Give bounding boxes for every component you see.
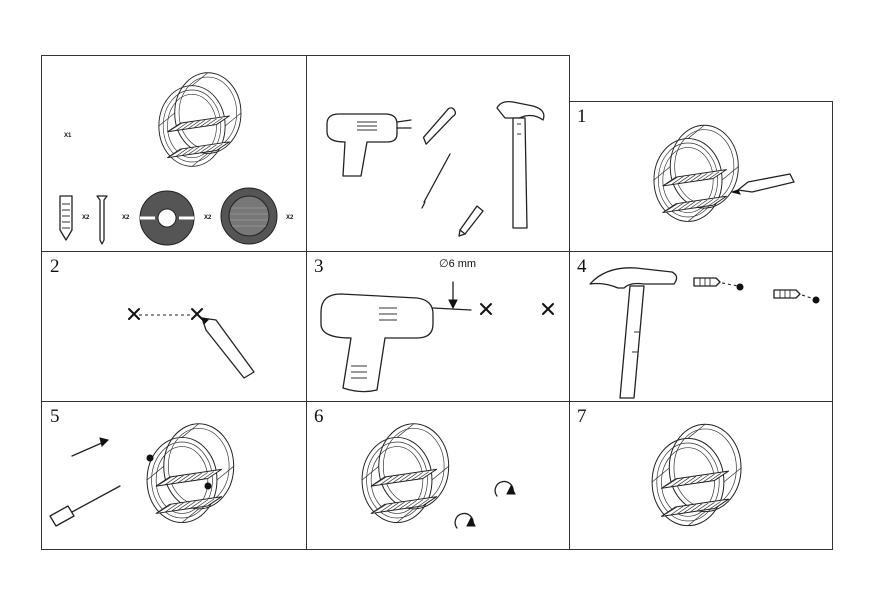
hammer-icon bbox=[589, 267, 678, 399]
mark-x-icon bbox=[480, 303, 492, 315]
tools-panel bbox=[306, 55, 570, 252]
insert-arrow-line bbox=[71, 441, 105, 457]
step-number: 7 bbox=[577, 406, 587, 427]
pencil-icon bbox=[458, 205, 484, 237]
pencil-icon bbox=[730, 173, 795, 195]
step-2-panel: 2 bbox=[41, 251, 307, 402]
step-number: 6 bbox=[314, 406, 324, 427]
insert-arrow-head bbox=[99, 437, 109, 447]
anchor-quantity: X2 bbox=[82, 215, 90, 221]
pencil-icon bbox=[201, 317, 255, 379]
hammer-icon bbox=[496, 100, 545, 229]
step-3-panel: 3 ∅6 mm bbox=[306, 251, 570, 402]
mark-x-icon bbox=[128, 308, 140, 320]
step-4-illustration bbox=[589, 267, 820, 399]
drill-icon bbox=[326, 113, 412, 177]
wire-basket-icon bbox=[653, 124, 739, 222]
step-4-panel: 4 bbox=[569, 251, 833, 402]
wire-basket-icon bbox=[158, 72, 242, 167]
step-number: 5 bbox=[50, 406, 60, 427]
step-1-panel: 1 bbox=[569, 101, 833, 252]
arrow-head bbox=[448, 299, 458, 310]
rotate-arrow-icon bbox=[454, 512, 476, 529]
step-number: 2 bbox=[50, 256, 60, 277]
step-7-illustration bbox=[651, 423, 742, 527]
step-number: 1 bbox=[577, 106, 587, 127]
clip-quantity: X2 bbox=[204, 215, 212, 221]
step-number: 3 bbox=[314, 256, 324, 277]
wire-basket-icon bbox=[651, 423, 742, 527]
step-5-illustration bbox=[49, 423, 235, 527]
anchor-guide bbox=[721, 282, 739, 287]
wall-anchor-icon bbox=[59, 195, 73, 241]
hole-dot bbox=[736, 283, 744, 291]
step-number: 4 bbox=[577, 256, 587, 277]
wall-anchor-icon bbox=[693, 277, 721, 287]
screw-icon bbox=[96, 195, 108, 245]
wire-basket-icon bbox=[146, 423, 235, 524]
drill-icon bbox=[320, 293, 472, 393]
screw-head-dot bbox=[146, 454, 154, 462]
wire-basket-icon bbox=[361, 423, 450, 524]
step-5-panel: 5 bbox=[41, 401, 307, 550]
screw-quantity: X2 bbox=[122, 215, 130, 221]
parts-illustration bbox=[59, 72, 278, 246]
screw-head-dot bbox=[204, 482, 212, 490]
hole-dot bbox=[812, 296, 820, 304]
step-7-panel: 7 bbox=[569, 401, 833, 550]
tools-illustration bbox=[326, 100, 545, 237]
screwdriver-icon bbox=[49, 485, 121, 527]
wall-anchor-icon bbox=[773, 289, 801, 299]
mark-x-icon bbox=[542, 303, 554, 315]
parts-panel: X1 X2 X2 X2 X2 bbox=[41, 55, 307, 252]
anchor-guide bbox=[801, 294, 815, 300]
step-3-illustration bbox=[320, 281, 554, 393]
step-1-illustration bbox=[653, 124, 795, 222]
mark-x-icon bbox=[191, 308, 203, 320]
mounting-clip-icon bbox=[139, 190, 195, 246]
step-6-illustration bbox=[361, 423, 516, 529]
drill-bit-size-label: ∅6 mm bbox=[439, 258, 477, 270]
basket-quantity: X1 bbox=[64, 133, 72, 139]
cap-quantity: X2 bbox=[286, 215, 294, 221]
end-cap-icon bbox=[220, 187, 278, 245]
step-2-illustration bbox=[128, 308, 255, 379]
step-6-panel: 6 bbox=[306, 401, 570, 550]
screwdriver-icon bbox=[421, 107, 457, 209]
rotate-arrow-icon bbox=[494, 480, 516, 497]
